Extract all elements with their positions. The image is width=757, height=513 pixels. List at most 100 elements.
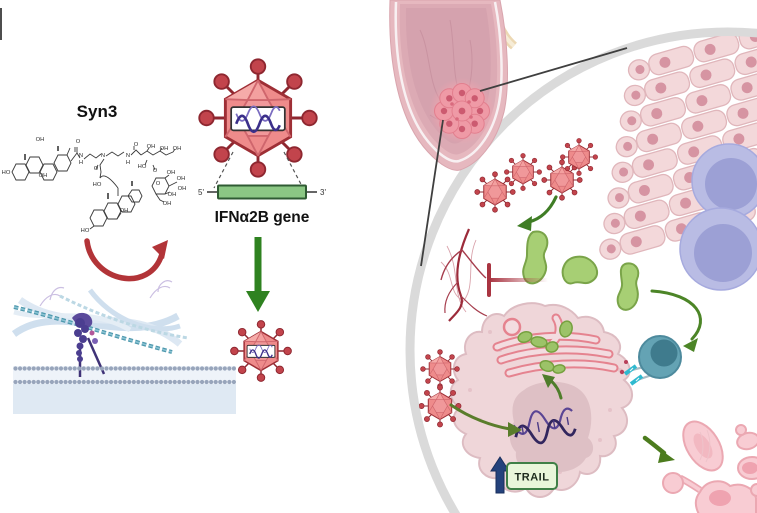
lipid-head xyxy=(13,366,18,371)
lipid-head xyxy=(77,379,82,385)
lipid-head xyxy=(31,366,36,371)
epithelial-cell xyxy=(631,148,678,178)
chem-atom-label: O xyxy=(134,142,139,148)
lipid-head xyxy=(168,379,173,385)
cell-nucleus xyxy=(651,108,663,120)
epithelial-cell xyxy=(738,36,757,50)
cell-membrane-icon xyxy=(11,280,236,414)
lipid-head xyxy=(181,379,186,385)
lipid-head xyxy=(22,366,27,371)
lipid-head xyxy=(72,366,77,371)
lipid-head xyxy=(81,366,86,371)
lipid-head xyxy=(145,366,150,371)
lipid-head xyxy=(159,366,164,371)
lipid-head xyxy=(213,366,218,371)
lipid-head xyxy=(49,379,55,385)
lipid-head xyxy=(36,366,41,371)
epithelial-cell xyxy=(619,225,666,255)
secretion-arrow-icon xyxy=(517,195,558,231)
epithelial-cell xyxy=(693,36,740,63)
three-prime-label: 3' xyxy=(320,188,326,197)
cell-nucleus xyxy=(638,184,650,196)
lipid-head xyxy=(95,366,100,371)
cell-nucleus xyxy=(606,244,616,254)
lipid-head xyxy=(131,366,136,371)
epithelial-cell xyxy=(648,45,695,76)
syn3-structure-icon xyxy=(11,146,178,230)
lipid-head xyxy=(49,366,55,371)
chem-atom-label: N xyxy=(126,153,130,159)
epithelial-cell xyxy=(639,96,687,127)
interferon-protein-icon xyxy=(517,320,573,374)
chem-atom-label: OH xyxy=(120,208,129,214)
nk-cell-icon xyxy=(619,335,682,386)
cell-nucleus xyxy=(704,43,716,55)
cell-nucleus xyxy=(692,120,704,132)
down-arrow-icon xyxy=(246,237,270,312)
lipid-head xyxy=(136,379,141,385)
chem-atom-label: O xyxy=(153,168,158,174)
cell-nucleus xyxy=(737,107,749,119)
lipid-head xyxy=(195,366,200,371)
cell-nucleus xyxy=(655,82,667,94)
lymphocyte-icon xyxy=(679,207,757,291)
interferon-protein-icon xyxy=(522,230,640,311)
lipid-head xyxy=(218,379,223,385)
chem-atom-label: HO xyxy=(2,170,11,176)
apoptotic-cell-icon xyxy=(662,420,757,513)
lipid-head xyxy=(199,366,205,371)
epithelial-cell xyxy=(627,173,674,204)
lipid-head xyxy=(17,379,23,385)
chem-atom-label: OH xyxy=(163,201,172,207)
lipid-head xyxy=(222,379,227,385)
callout-dash xyxy=(213,151,234,189)
cell-nucleus xyxy=(634,210,646,222)
lipid-head xyxy=(68,379,73,385)
chem-atom-label: OH xyxy=(168,192,177,198)
chem-atom-label: HO xyxy=(138,164,147,170)
lipid-head xyxy=(136,366,141,371)
blood-vessel-icon xyxy=(440,228,488,322)
lipid-head xyxy=(149,379,155,385)
lipid-head xyxy=(231,366,236,371)
lipid-head xyxy=(31,379,36,385)
cell-nucleus xyxy=(635,65,645,75)
chem-atom-label: OH xyxy=(36,137,45,143)
lipid-head xyxy=(118,366,123,371)
inhibition-bar-icon xyxy=(487,263,548,297)
epithelial-cell xyxy=(644,71,691,101)
lipid-head xyxy=(149,366,155,371)
cell-nucleus xyxy=(647,133,659,145)
lipid-head xyxy=(177,366,182,371)
lipid-head xyxy=(54,366,59,371)
lipid-head xyxy=(45,366,50,371)
lipid-head xyxy=(172,379,177,385)
lipid-head xyxy=(81,379,86,385)
lipid-head xyxy=(95,379,100,385)
lipid-head xyxy=(58,366,64,371)
lipid-head xyxy=(131,379,136,385)
chem-atom-label: H xyxy=(79,160,83,166)
gene-name-label: IFNα2B gene xyxy=(215,209,310,226)
lipid-head xyxy=(108,366,114,371)
lipid-head xyxy=(122,379,127,385)
chem-atom-label: N xyxy=(101,153,105,159)
chem-atom-label: HO xyxy=(93,182,102,188)
trail-label: TRAIL xyxy=(515,472,550,484)
lipid-head xyxy=(13,379,18,385)
lipid-head xyxy=(118,379,123,385)
glycan-layer-icon xyxy=(11,280,189,354)
leader-line xyxy=(420,119,444,267)
lipid-head xyxy=(104,366,109,371)
lipid-head xyxy=(58,379,64,385)
lipid-head xyxy=(113,379,118,385)
lipid-head xyxy=(154,379,159,385)
chem-atom-label: OH xyxy=(39,173,48,179)
trail-badge: TRAIL xyxy=(506,462,558,490)
activation-arrow-icon xyxy=(650,289,702,352)
lipid-head xyxy=(99,366,105,371)
lipid-head xyxy=(63,366,68,371)
chem-atom-label: OH xyxy=(177,176,186,182)
lipid-head xyxy=(40,379,45,385)
